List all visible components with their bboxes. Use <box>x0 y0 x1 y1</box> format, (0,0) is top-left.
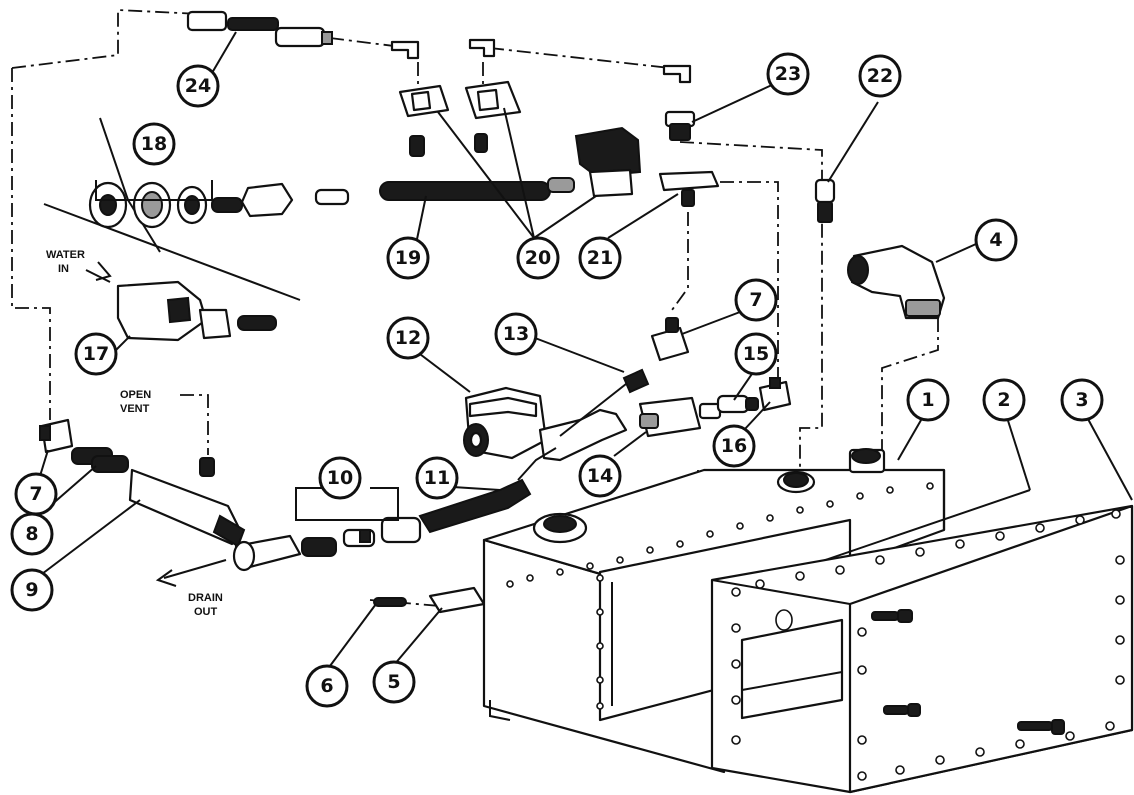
drain-arrow <box>155 559 227 587</box>
callout-19: 19 <box>386 236 430 280</box>
callout-7-right-number: 7 <box>749 289 762 311</box>
callout-22-number: 22 <box>867 65 893 87</box>
callout-14: 14 <box>578 454 622 498</box>
callout-9-number: 9 <box>25 579 38 601</box>
callout-12-number: 12 <box>395 327 421 349</box>
drain-out-label-line1: DRAIN <box>188 592 223 604</box>
callout-8-number: 8 <box>25 523 38 545</box>
water-in-valve-17 <box>43 203 301 342</box>
tee-fitting-21 <box>658 170 720 207</box>
bolts <box>871 609 1065 735</box>
callout-7-left: 7 <box>14 472 58 516</box>
callout-16-number: 16 <box>721 435 747 457</box>
drain-chain-left <box>39 418 246 548</box>
rivet-holes <box>506 482 1125 781</box>
elbow-16 <box>758 377 792 412</box>
callout-3: 3 <box>1060 378 1104 422</box>
callout-11: 11 <box>415 456 459 500</box>
callout-21-number: 21 <box>587 247 613 269</box>
callout-8: 8 <box>10 512 54 556</box>
callout-18: 18 <box>132 122 176 166</box>
callout-4-number: 4 <box>989 229 1002 251</box>
callout-21: 21 <box>578 236 622 280</box>
callout-24: 24 <box>176 64 220 108</box>
callout-7-left-number: 7 <box>29 483 42 505</box>
elbow-fittings-top <box>390 38 692 84</box>
open-vent-label-line2: VENT <box>120 403 150 415</box>
water-in-label-line2: IN <box>58 263 69 275</box>
callout-3-number: 3 <box>1075 389 1088 411</box>
callout-9: 9 <box>10 568 54 612</box>
callout-17: 17 <box>74 332 118 376</box>
callout-11-number: 11 <box>424 467 450 489</box>
valve-assembly-20 <box>398 80 522 157</box>
callout-16: 16 <box>712 424 756 468</box>
water-in-label-line1: WATER <box>46 249 85 261</box>
pin-6 <box>373 597 407 607</box>
callout-10: 10 <box>318 456 362 500</box>
hose-line-19 <box>211 177 575 218</box>
elbow-fitting-4 <box>847 244 946 320</box>
elbow-7-right <box>650 317 690 362</box>
coupling-set-10 <box>232 516 422 572</box>
manifold-14 <box>638 396 722 438</box>
callout-6-number: 6 <box>320 675 333 697</box>
callout-20-number: 20 <box>525 247 551 269</box>
callout-13-number: 13 <box>503 323 529 345</box>
leader-lines <box>33 31 1133 671</box>
solenoid-valve-20 <box>574 126 642 198</box>
callout-7-right: 7 <box>734 278 778 322</box>
cover-3 <box>710 504 1134 794</box>
callout-23-number: 23 <box>775 63 801 85</box>
fitting-chain-24 <box>186 10 333 48</box>
fitting-15 <box>716 394 759 414</box>
callout-2: 2 <box>982 378 1026 422</box>
callout-14-number: 14 <box>587 465 613 487</box>
callout-24-number: 24 <box>185 75 211 97</box>
callout-5-number: 5 <box>387 671 400 693</box>
solenoid-12 <box>463 386 628 462</box>
fitting-13 <box>559 368 650 437</box>
callout-15: 15 <box>734 332 778 376</box>
callout-2-number: 2 <box>997 389 1010 411</box>
callout-1-number: 1 <box>921 389 934 411</box>
callout-19-number: 19 <box>395 247 421 269</box>
callout-5: 5 <box>372 660 416 704</box>
callout-15-number: 15 <box>743 343 769 365</box>
callout-13: 13 <box>494 312 538 356</box>
assembly-lines <box>11 9 939 607</box>
fitting-22 <box>814 178 836 223</box>
callout-4: 4 <box>974 218 1018 262</box>
callout-22: 22 <box>858 54 902 98</box>
callout-23: 23 <box>766 52 810 96</box>
callout-1: 1 <box>906 378 950 422</box>
callout-17-number: 17 <box>83 343 109 365</box>
plug-23 <box>664 110 696 141</box>
callout-12: 12 <box>386 316 430 360</box>
callout-20: 20 <box>516 236 560 280</box>
callout-18-number: 18 <box>141 133 167 155</box>
drain-out-label-line2: OUT <box>194 606 218 618</box>
open-vent-label-line1: OPEN <box>120 389 151 401</box>
callout-6: 6 <box>305 664 349 708</box>
callout-10-number: 10 <box>327 467 353 489</box>
